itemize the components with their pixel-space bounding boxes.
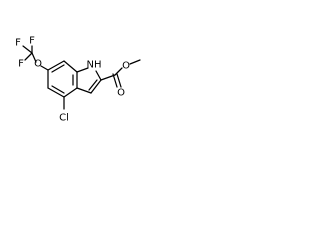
bond-cf3-f3: [24, 52, 33, 61]
bond-c4-c3a: [63, 87, 78, 98]
bond-carbonyl-o-ester: [114, 67, 123, 76]
bond-c6-o-ether: [40, 65, 49, 71]
atom-oxygen-ether: O: [34, 59, 42, 70]
atom-fluorine-2: F: [29, 36, 35, 47]
bond-c7-c6-double: [51, 64, 65, 73]
atom-chlorine: Cl: [59, 113, 69, 124]
bond-c5-c4-double: [51, 85, 65, 94]
atom-nitrogen-nh: NH: [87, 60, 102, 71]
atom-oxygen-ester: O: [122, 61, 130, 72]
bond-n1-c2: [95, 70, 102, 81]
bond-c2-c3: [90, 79, 102, 94]
bond-o-ester-methyl: [129, 59, 141, 65]
bond-c7a-c7: [63, 60, 78, 73]
bond-c7-c6: [47, 60, 65, 71]
bond-c2-carbonyl: [100, 74, 116, 81]
bond-c5-c4: [47, 87, 65, 98]
chemical-structure-diagram: F F F O NH O O Cl: [15, 36, 141, 124]
bond-c3-c3a: [76, 87, 92, 94]
bond-carbonyl-o-double-b: [116, 73, 122, 88]
bond-cf3-f1: [22, 45, 33, 54]
bond-c2-c3-double: [88, 79, 98, 91]
atom-fluorine-3: F: [18, 59, 24, 70]
atom-fluorine-1: F: [15, 38, 21, 49]
bond-carbonyl-o-double-a: [112, 73, 118, 88]
atom-oxygen-carbonyl: O: [117, 88, 125, 99]
bond-o-ether-cf3: [31, 52, 37, 63]
bond-c7a-n1: [76, 67, 89, 73]
